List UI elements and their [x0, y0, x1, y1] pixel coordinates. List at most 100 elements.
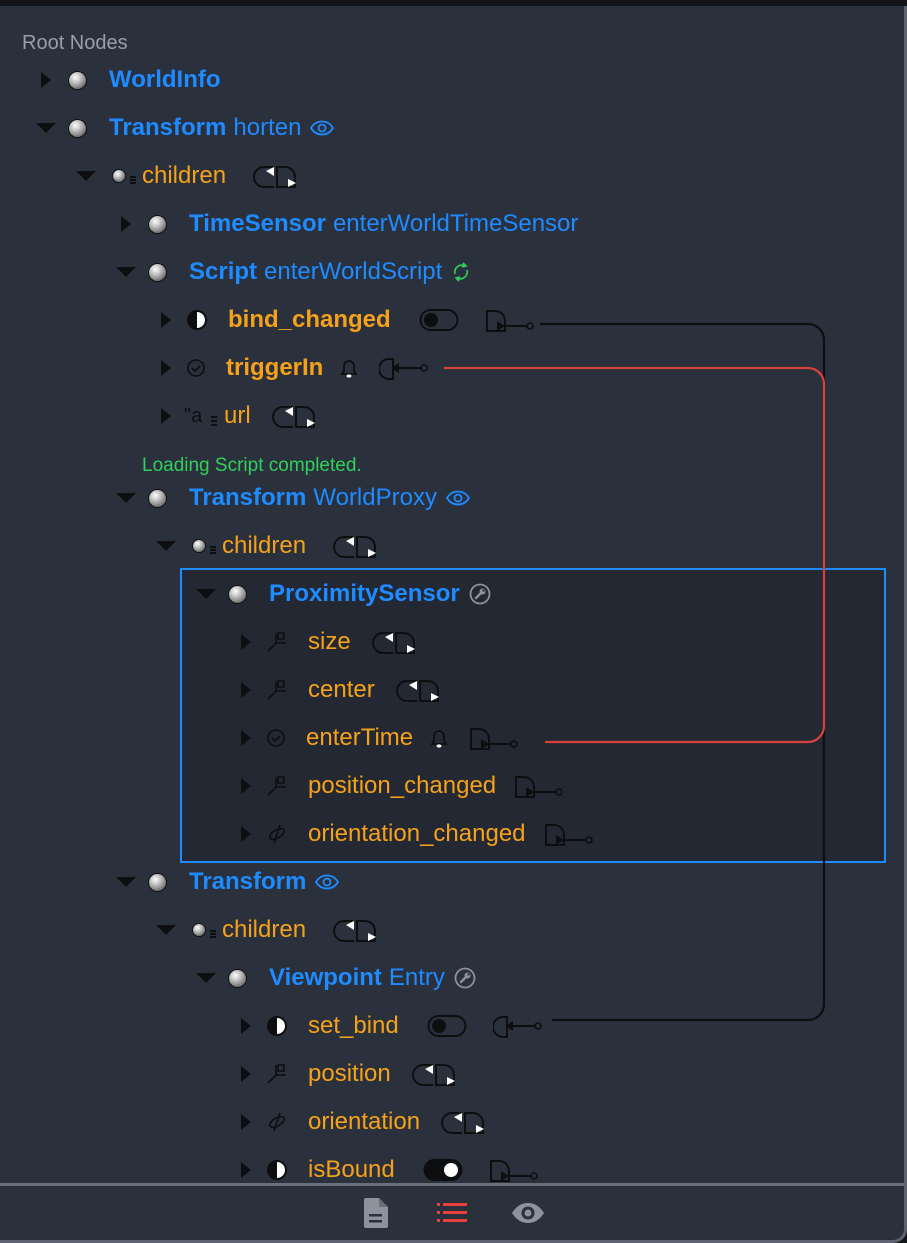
- tree-field-row[interactable]: children: [76, 152, 306, 200]
- boolean-toggle[interactable]: [423, 1158, 463, 1182]
- expand-arrow-icon[interactable]: [36, 70, 56, 90]
- wrench-icon[interactable]: [469, 583, 491, 605]
- expand-arrow-icon[interactable]: [156, 406, 176, 426]
- node-def-name: enterWorldTimeSensor: [332, 210, 579, 237]
- scene-graph-panel: Root Nodes Loading Script completed. Wor…: [0, 6, 907, 1243]
- boolean-toggle[interactable]: [427, 1014, 467, 1038]
- tree-field-row[interactable]: center: [236, 666, 449, 714]
- input-output-connector-icon[interactable]: [409, 1061, 465, 1087]
- collapse-arrow-icon[interactable]: [196, 968, 216, 988]
- multi-value-icon: [130, 175, 136, 185]
- node-type-name: Transform: [189, 868, 307, 895]
- document-icon: [364, 1198, 388, 1228]
- field-name: bind_changed: [228, 306, 391, 333]
- input-output-connector-icon[interactable]: [369, 629, 425, 655]
- collapse-arrow-icon[interactable]: [116, 262, 136, 282]
- expand-arrow-icon[interactable]: [116, 214, 136, 234]
- bell-icon[interactable]: [337, 356, 361, 380]
- node-sphere-icon: [148, 872, 167, 892]
- boolean-toggle[interactable]: [419, 308, 459, 332]
- output-connector-icon[interactable]: [485, 307, 535, 333]
- output-connector-icon[interactable]: [469, 725, 519, 751]
- node-type-name: Transform: [189, 484, 307, 511]
- outline-view-button[interactable]: [414, 1202, 490, 1224]
- reload-icon[interactable]: [451, 261, 471, 283]
- field-name: orientation_changed: [308, 820, 526, 847]
- preview-view-button[interactable]: [490, 1202, 566, 1224]
- node-sphere-icon: [148, 214, 167, 234]
- sfbool-type-icon: [266, 1015, 288, 1037]
- input-output-connector-icon[interactable]: [393, 677, 449, 703]
- wrench-icon[interactable]: [454, 967, 476, 989]
- expand-arrow-icon[interactable]: [236, 1016, 256, 1036]
- tree-field-row[interactable]: size: [236, 618, 425, 666]
- tree-field-row[interactable]: bind_changed: [156, 296, 535, 344]
- input-output-connector-icon[interactable]: [330, 917, 386, 943]
- sfvec3f-type-icon: [266, 775, 288, 797]
- collapse-arrow-icon[interactable]: [156, 536, 176, 556]
- tree-field-row[interactable]: isBound: [236, 1146, 539, 1194]
- tree-field-row[interactable]: set_bind: [236, 1002, 543, 1050]
- collapse-arrow-icon[interactable]: [156, 920, 176, 940]
- expand-arrow-icon[interactable]: [236, 824, 256, 844]
- eye-icon[interactable]: [445, 490, 470, 506]
- node-type-name: ProximitySensor: [269, 580, 460, 607]
- expand-arrow-icon[interactable]: [156, 310, 176, 330]
- output-connector-icon[interactable]: [489, 1157, 539, 1183]
- expand-arrow-icon[interactable]: [236, 1112, 256, 1132]
- input-connector-icon[interactable]: [492, 1013, 543, 1039]
- tree-field-row[interactable]: position: [236, 1050, 465, 1098]
- collapse-arrow-icon[interactable]: [76, 166, 96, 186]
- node-def-name: Entry: [388, 964, 445, 991]
- input-output-connector-icon[interactable]: [330, 533, 386, 559]
- sfvec3f-type-icon: [266, 631, 288, 653]
- tree-field-row[interactable]: children: [156, 906, 386, 954]
- expand-arrow-icon[interactable]: [236, 680, 256, 700]
- collapse-arrow-icon[interactable]: [116, 488, 136, 508]
- input-output-connector-icon[interactable]: [250, 163, 306, 189]
- list-icon: [437, 1203, 467, 1222]
- tree-node-row[interactable]: Transform: [116, 858, 340, 906]
- expand-arrow-icon[interactable]: [236, 632, 256, 652]
- eye-icon[interactable]: [310, 120, 335, 136]
- tree-field-row[interactable]: children: [156, 522, 386, 570]
- expand-arrow-icon[interactable]: [236, 1064, 256, 1084]
- input-connector-icon[interactable]: [379, 355, 429, 381]
- node-sphere-icon: [68, 70, 87, 90]
- document-view-button[interactable]: [338, 1197, 414, 1229]
- expand-arrow-icon[interactable]: [156, 358, 176, 378]
- collapse-arrow-icon[interactable]: [36, 118, 56, 138]
- tree-node-row[interactable]: WorldInfo: [36, 56, 221, 104]
- output-connector-icon[interactable]: [544, 821, 594, 847]
- tree-field-row[interactable]: orientation_changed: [236, 810, 594, 858]
- collapse-arrow-icon[interactable]: [196, 584, 216, 604]
- field-name: set_bind: [308, 1012, 399, 1039]
- expand-arrow-icon[interactable]: [236, 776, 256, 796]
- node-sphere-icon: [68, 118, 87, 138]
- output-connector-icon[interactable]: [514, 773, 564, 799]
- sftime-type-icon: [266, 728, 286, 748]
- sfvec3f-type-icon: [266, 679, 288, 701]
- sfrotation-type-icon: [266, 1111, 288, 1133]
- input-output-connector-icon[interactable]: [269, 403, 325, 429]
- tree-field-row[interactable]: orientation: [236, 1098, 494, 1146]
- expand-arrow-icon[interactable]: [236, 1160, 256, 1180]
- tree-field-row[interactable]: triggerIn: [156, 344, 429, 392]
- input-output-connector-icon[interactable]: [438, 1109, 494, 1135]
- expand-arrow-icon[interactable]: [236, 728, 256, 748]
- node-sphere-icon: [228, 584, 247, 604]
- collapse-arrow-icon[interactable]: [116, 872, 136, 892]
- node-type-name: TimeSensor: [189, 210, 326, 237]
- tree-field-row[interactable]: position_changed: [236, 762, 564, 810]
- tree-field-row[interactable]: enterTime: [236, 714, 519, 762]
- tree-node-row[interactable]: ProximitySensor: [196, 570, 491, 618]
- eye-icon[interactable]: [315, 874, 340, 890]
- mfnode-sphere-icon: [192, 539, 206, 553]
- bell-icon[interactable]: [427, 726, 451, 750]
